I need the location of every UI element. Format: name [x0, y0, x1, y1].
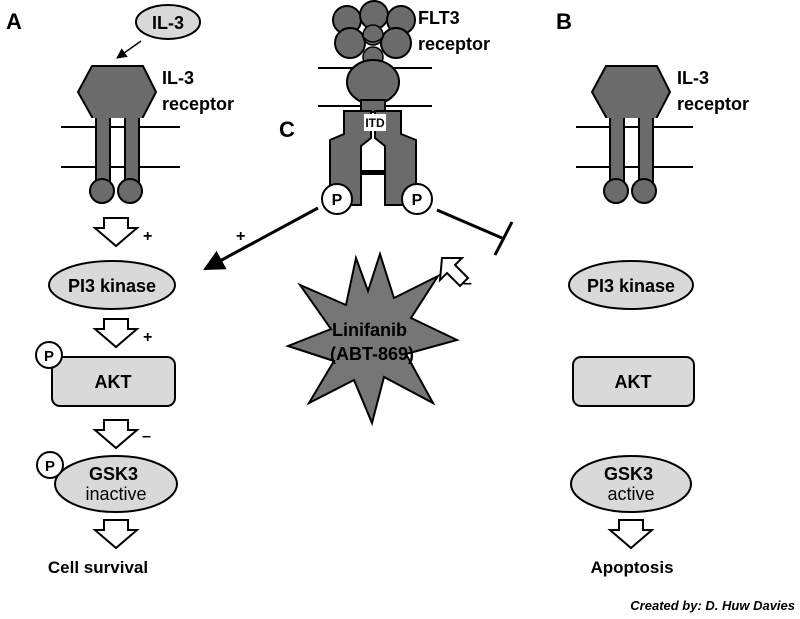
flt3-receptor-label: FLT3 receptor: [418, 8, 490, 54]
gsk3-label-b: GSK3 active: [604, 464, 658, 504]
credit-line: Created by: D. Huw Davies: [630, 598, 795, 613]
svg-text:P: P: [44, 348, 54, 365]
itd-label: ITD: [365, 116, 385, 130]
akt-b: AKT: [572, 356, 695, 407]
akt-label-a: AKT: [95, 372, 132, 392]
plus-sign-a1: +: [143, 228, 152, 245]
inhibition-t-bar: [493, 221, 514, 256]
gsk3-active: GSK3 active: [570, 455, 692, 513]
phospho-flt3-left: P: [321, 183, 353, 215]
panel-a: IL-3 IL-3 receptor + PI3 kinase +: [35, 4, 234, 577]
akt-a: AKT: [51, 356, 176, 407]
itd-label-box: ITD: [364, 114, 386, 131]
svg-text:P: P: [45, 458, 55, 475]
pi3-kinase-b: PI3 kinase: [568, 260, 694, 310]
panel-c: ITD FLT3 receptor P P + – Linifanib: [203, 0, 514, 427]
phospho-flt3-right: P: [401, 183, 433, 215]
panel-label-c: C: [279, 117, 295, 142]
gsk3-inactive: GSK3 inactive: [54, 455, 178, 513]
panel-label-a: A: [6, 9, 22, 34]
il3-receptor-label-a: IL-3 receptor: [162, 68, 234, 114]
outcome-cell-survival: Cell survival: [48, 558, 148, 577]
pi3-kinase-a: PI3 kinase: [48, 260, 176, 310]
il3-receptor-a: [76, 65, 158, 204]
pi3-kinase-label-b: PI3 kinase: [587, 276, 675, 296]
il3-receptor-label-b: IL-3 receptor: [677, 68, 749, 114]
outcome-apoptosis: Apoptosis: [590, 558, 673, 577]
pi3-kinase-label-a: PI3 kinase: [68, 276, 156, 296]
inhibition-line-flt3-to-pathway-b: [436, 208, 503, 240]
minus-sign-c: –: [463, 275, 472, 292]
hollow-arrow-a1: [92, 217, 140, 248]
phospho-gsk3-badge: P: [36, 451, 64, 479]
ligand-binding-arrow: [116, 40, 142, 59]
il3-receptor-b: [590, 65, 672, 204]
plus-sign-a2: +: [143, 329, 152, 346]
hollow-arrow-a2: [92, 318, 140, 349]
minus-sign-a: –: [142, 428, 151, 445]
hollow-arrow-drug-inhibition: [438, 257, 470, 288]
linifanib-label: Linifanib (ABT-869): [330, 320, 414, 364]
linifanib-drug-starburst: Linifanib (ABT-869): [285, 250, 460, 427]
hollow-arrow-b1: [607, 519, 655, 550]
hollow-arrow-a4: [92, 519, 140, 550]
phospho-akt-badge: P: [35, 341, 63, 369]
plus-sign-c: +: [236, 228, 245, 245]
akt-label-b: AKT: [615, 372, 652, 392]
svg-text:P: P: [332, 192, 343, 209]
flt3-receptor: [329, 0, 417, 206]
il3-ligand-label: IL-3: [152, 13, 184, 33]
gsk3-label-a: GSK3 inactive: [85, 464, 146, 504]
hollow-arrow-a3: [92, 419, 140, 450]
activation-arrow-flt3-to-pi3: [203, 206, 319, 271]
svg-text:P: P: [412, 192, 423, 209]
panel-label-b: B: [556, 9, 572, 34]
panel-b: IL-3 receptor PI3 kinase AKT GSK3 active…: [568, 65, 749, 577]
il3-ligand: IL-3: [135, 4, 201, 40]
